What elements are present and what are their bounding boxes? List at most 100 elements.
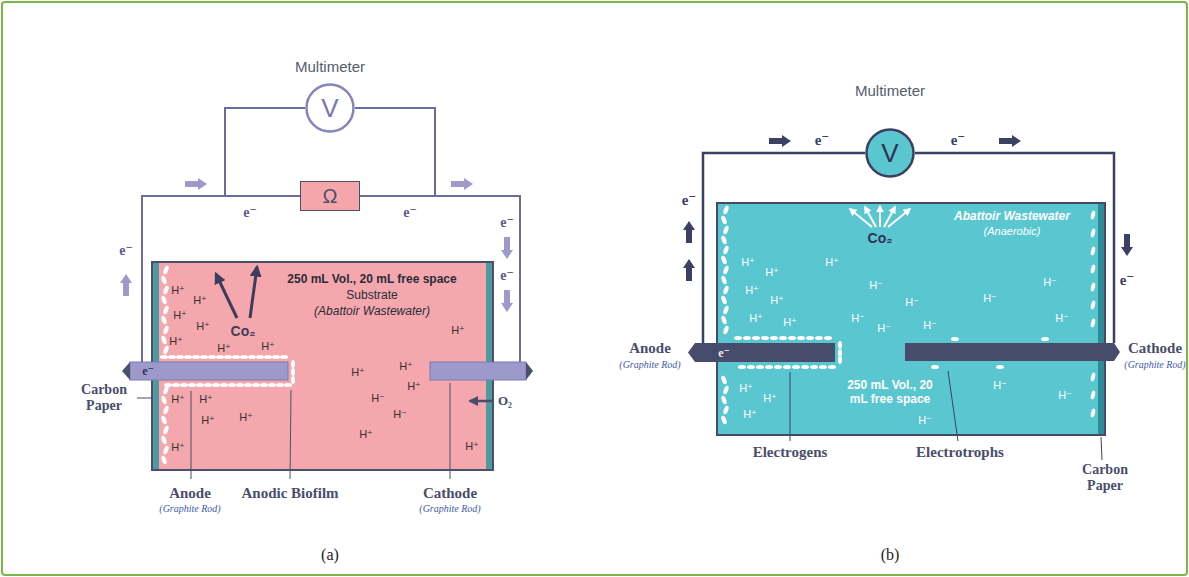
bacterium-cell bbox=[722, 225, 729, 235]
ion-label: H⁺ bbox=[451, 324, 465, 337]
current-arrow bbox=[501, 237, 513, 259]
cathode-rod bbox=[905, 343, 1114, 361]
condition-label: (Anaerobic) bbox=[984, 225, 1041, 237]
material-label: (Graphite Rod) bbox=[1124, 359, 1185, 370]
ion-label: H⁻ bbox=[1058, 389, 1072, 402]
ion-label: H⁺ bbox=[173, 309, 187, 322]
anode-rod bbox=[130, 362, 288, 380]
bacterium-cell bbox=[216, 355, 224, 359]
bacterium-cell bbox=[176, 355, 184, 359]
ion-label: H⁻ bbox=[1055, 312, 1069, 325]
ion-label: H⁻ bbox=[993, 379, 1007, 392]
ion-label: H⁺ bbox=[783, 316, 797, 329]
bacterium-cell bbox=[162, 285, 169, 295]
bacterium-cell bbox=[291, 360, 295, 368]
bacterium-cell bbox=[236, 383, 244, 387]
current-arrow bbox=[769, 135, 791, 147]
bacterium-cell bbox=[162, 345, 169, 355]
ion-label: H⁺ bbox=[745, 284, 759, 297]
bacterium-cell bbox=[160, 355, 168, 359]
resistor-symbol: Ω bbox=[300, 181, 360, 211]
substrate-label: Substrate bbox=[346, 288, 397, 302]
carbon-paper-label: Carbon Paper bbox=[74, 382, 134, 414]
bacterium-cell bbox=[720, 275, 727, 285]
gas-arrow bbox=[879, 206, 881, 227]
leader-line bbox=[450, 383, 451, 479]
ion-label: H⁻ bbox=[918, 414, 932, 427]
ion-label: H⁺ bbox=[171, 284, 185, 297]
bacterium-cell bbox=[160, 415, 167, 425]
material-label: (Graphite Rod) bbox=[159, 503, 220, 514]
meter-wire bbox=[355, 108, 435, 196]
bacterium-cell bbox=[252, 383, 260, 387]
bacterium-cell bbox=[192, 355, 200, 359]
ion-label: H⁺ bbox=[239, 411, 253, 424]
bacterium-cell bbox=[160, 455, 167, 465]
bacterium-cell bbox=[160, 315, 167, 325]
anode-label: Anode bbox=[629, 340, 671, 357]
bacterium-cell bbox=[272, 355, 280, 359]
bacterium-cell bbox=[1041, 337, 1049, 341]
meter-circle bbox=[307, 85, 354, 132]
bacterium-cell bbox=[838, 349, 842, 357]
multimeter-label: Multimeter bbox=[295, 58, 365, 75]
bacterium-cell bbox=[792, 365, 800, 369]
ion-label: H⁺ bbox=[261, 340, 275, 353]
electron-label: e⁻ bbox=[403, 204, 417, 221]
bacterium-cell bbox=[720, 215, 727, 225]
bacterium-cell bbox=[162, 265, 169, 275]
electron-label: e⁻ bbox=[951, 131, 966, 149]
gas-label: O₂ bbox=[498, 393, 512, 409]
ion-label: H⁻ bbox=[877, 322, 891, 335]
bacterium-cell bbox=[264, 355, 272, 359]
ion-label: H⁺ bbox=[749, 312, 763, 325]
anode-label: Anode bbox=[169, 485, 211, 502]
gas-arrow bbox=[865, 207, 876, 227]
ion-label: H⁺ bbox=[399, 360, 413, 373]
bacterium-cell bbox=[162, 325, 169, 335]
electron-label: e⁻ bbox=[815, 131, 830, 149]
current-arrow bbox=[1121, 234, 1133, 256]
bacterium-cell bbox=[722, 385, 729, 395]
ion-label: H⁻ bbox=[393, 408, 407, 421]
bacterium-cell bbox=[765, 365, 773, 369]
bacterium-cell bbox=[268, 383, 276, 387]
bacterium-cell bbox=[720, 375, 727, 385]
multimeter-label: Multimeter bbox=[855, 82, 925, 99]
bacteria-group bbox=[160, 205, 1096, 465]
electron-label: e⁻ bbox=[718, 346, 730, 361]
carbon-paper bbox=[1098, 204, 1104, 434]
ion-label: H⁻ bbox=[983, 292, 997, 305]
bacterium-cell bbox=[291, 368, 295, 376]
bacterium-cell bbox=[720, 255, 727, 265]
bacterium-cell bbox=[720, 315, 727, 325]
biofilm-label: Anodic Biofilm bbox=[241, 485, 338, 502]
bacterium-cell bbox=[160, 275, 167, 285]
ion-label: H⁺ bbox=[359, 428, 373, 441]
meter-wire bbox=[225, 108, 305, 196]
bacterium-cell bbox=[162, 305, 169, 315]
bacterium-cell bbox=[838, 341, 842, 349]
bacterium-cell bbox=[747, 365, 755, 369]
bacterium-cell bbox=[208, 355, 216, 359]
bacterium-cell bbox=[720, 415, 727, 425]
bacterium-cell bbox=[1090, 300, 1096, 310]
leader-line bbox=[790, 372, 791, 441]
bacterium-cell bbox=[284, 383, 292, 387]
rod-tip bbox=[526, 362, 533, 380]
bacterium-cell bbox=[752, 336, 760, 340]
ion-label: H⁺ bbox=[743, 408, 757, 421]
bacterium-cell bbox=[838, 356, 842, 364]
gas-arrow bbox=[250, 267, 257, 318]
leader-line bbox=[191, 391, 192, 479]
gas-label: Co₂ bbox=[231, 323, 256, 339]
bacterium-cell bbox=[756, 365, 764, 369]
gas-arrow bbox=[884, 207, 895, 227]
bacterium-cell bbox=[797, 336, 805, 340]
bacterium-cell bbox=[276, 383, 284, 387]
ion-label: H⁻ bbox=[869, 279, 883, 292]
bacterium-cell bbox=[220, 383, 228, 387]
substrate-label: (Abattoir Wastewater) bbox=[314, 304, 430, 318]
